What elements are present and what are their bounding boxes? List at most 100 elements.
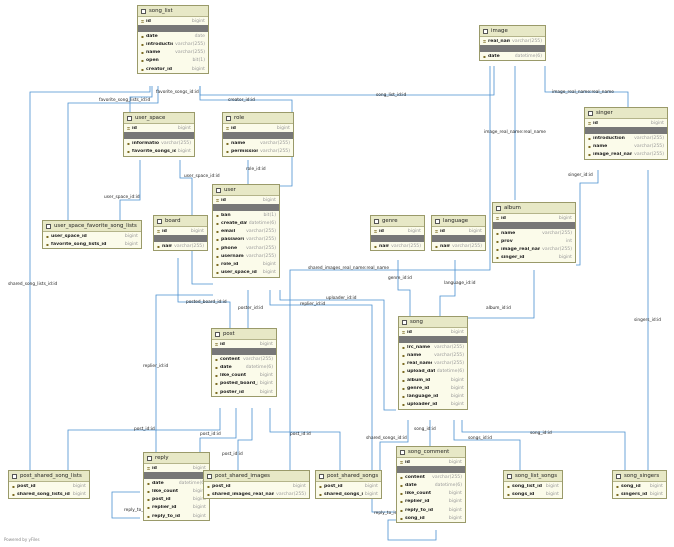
table-header[interactable]: song_list bbox=[138, 6, 208, 17]
table-header[interactable]: language bbox=[432, 216, 485, 227]
table-header[interactable]: album bbox=[493, 203, 575, 214]
table-header[interactable]: singer bbox=[585, 108, 667, 119]
table-header[interactable]: user bbox=[213, 185, 279, 196]
table-header[interactable]: user_space bbox=[124, 113, 194, 124]
table-header[interactable]: song_comment bbox=[397, 447, 465, 458]
table-header[interactable]: board bbox=[154, 216, 207, 227]
table-user-space-favorite-song-lists[interactable]: user_space_favorite_song_lists▪user_spac… bbox=[42, 220, 142, 250]
table-header[interactable]: genre bbox=[371, 216, 424, 227]
table-header[interactable]: post_shared_songs bbox=[316, 471, 381, 482]
column-row[interactable]: ▪informationvarchar(255) bbox=[124, 139, 194, 147]
table-header[interactable]: post_shared_song_lists bbox=[9, 471, 89, 482]
table-header[interactable]: song bbox=[399, 317, 467, 328]
table-header[interactable]: user_space_favorite_song_lists bbox=[43, 221, 141, 232]
table-header[interactable]: role bbox=[223, 113, 293, 124]
table-header[interactable]: post bbox=[212, 329, 276, 340]
table-header[interactable]: image bbox=[480, 26, 545, 37]
table-song-list[interactable]: song_list⚿idbigint▪datedate▪introduction… bbox=[137, 5, 209, 75]
table-header[interactable]: reply bbox=[144, 453, 209, 464]
table-header[interactable]: song_singers bbox=[613, 471, 666, 482]
